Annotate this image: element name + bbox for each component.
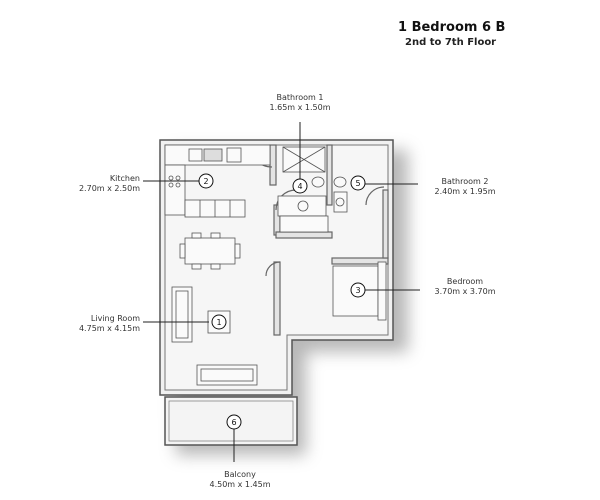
room-marker-5: 5 (350, 175, 366, 191)
room-name: Living Room (90, 314, 140, 323)
room-marker-4: 4 (292, 178, 308, 194)
room-marker-3: 3 (350, 282, 366, 298)
room-marker-6: 6 (226, 414, 242, 430)
room-size: 4.75m x 4.15m (78, 324, 140, 333)
room-size: 4.50m x 1.45m (209, 480, 271, 489)
room-size: 2.40m x 1.95m (434, 187, 496, 196)
svg-text:3: 3 (355, 286, 360, 295)
interior-walls (249, 144, 389, 336)
room-name: Bathroom 1 (276, 93, 324, 102)
room-marker-2: 2 (198, 173, 214, 189)
svg-text:6: 6 (231, 418, 236, 427)
svg-text:4: 4 (297, 182, 302, 191)
svg-text:5: 5 (355, 179, 360, 188)
svg-text:2: 2 (203, 177, 208, 186)
room-name: Bathroom 2 (441, 177, 489, 186)
room-name: Kitchen (109, 174, 140, 183)
room-size: 2.70m x 2.50m (78, 184, 140, 193)
kitchen-fixtures (164, 144, 387, 386)
svg-text:1: 1 (216, 318, 221, 327)
plan-title: 1 Bedroom 6 B (398, 20, 506, 35)
room-size: 3.70m x 3.70m (434, 287, 496, 296)
room-name: Bedroom (446, 277, 484, 286)
label-bedroom: Bedroom 3.70m x 3.70m (415, 277, 515, 297)
room-name: Balcony (224, 470, 256, 479)
room-size: 1.65m x 1.50m (269, 103, 331, 112)
label-kitchen: Kitchen 2.70m x 2.50m (60, 174, 140, 194)
label-living-room: Living Room 4.75m x 4.15m (60, 314, 140, 334)
leader-lines (143, 122, 420, 462)
label-bathroom-1: Bathroom 1 1.65m x 1.50m (250, 93, 350, 113)
label-balcony: Balcony 4.50m x 1.45m (190, 470, 290, 490)
room-marker-1: 1 (211, 314, 227, 330)
plan-subtitle: 2nd to 7th Floor (405, 37, 497, 48)
label-bathroom-2: Bathroom 2 2.40m x 1.95m (415, 177, 515, 197)
